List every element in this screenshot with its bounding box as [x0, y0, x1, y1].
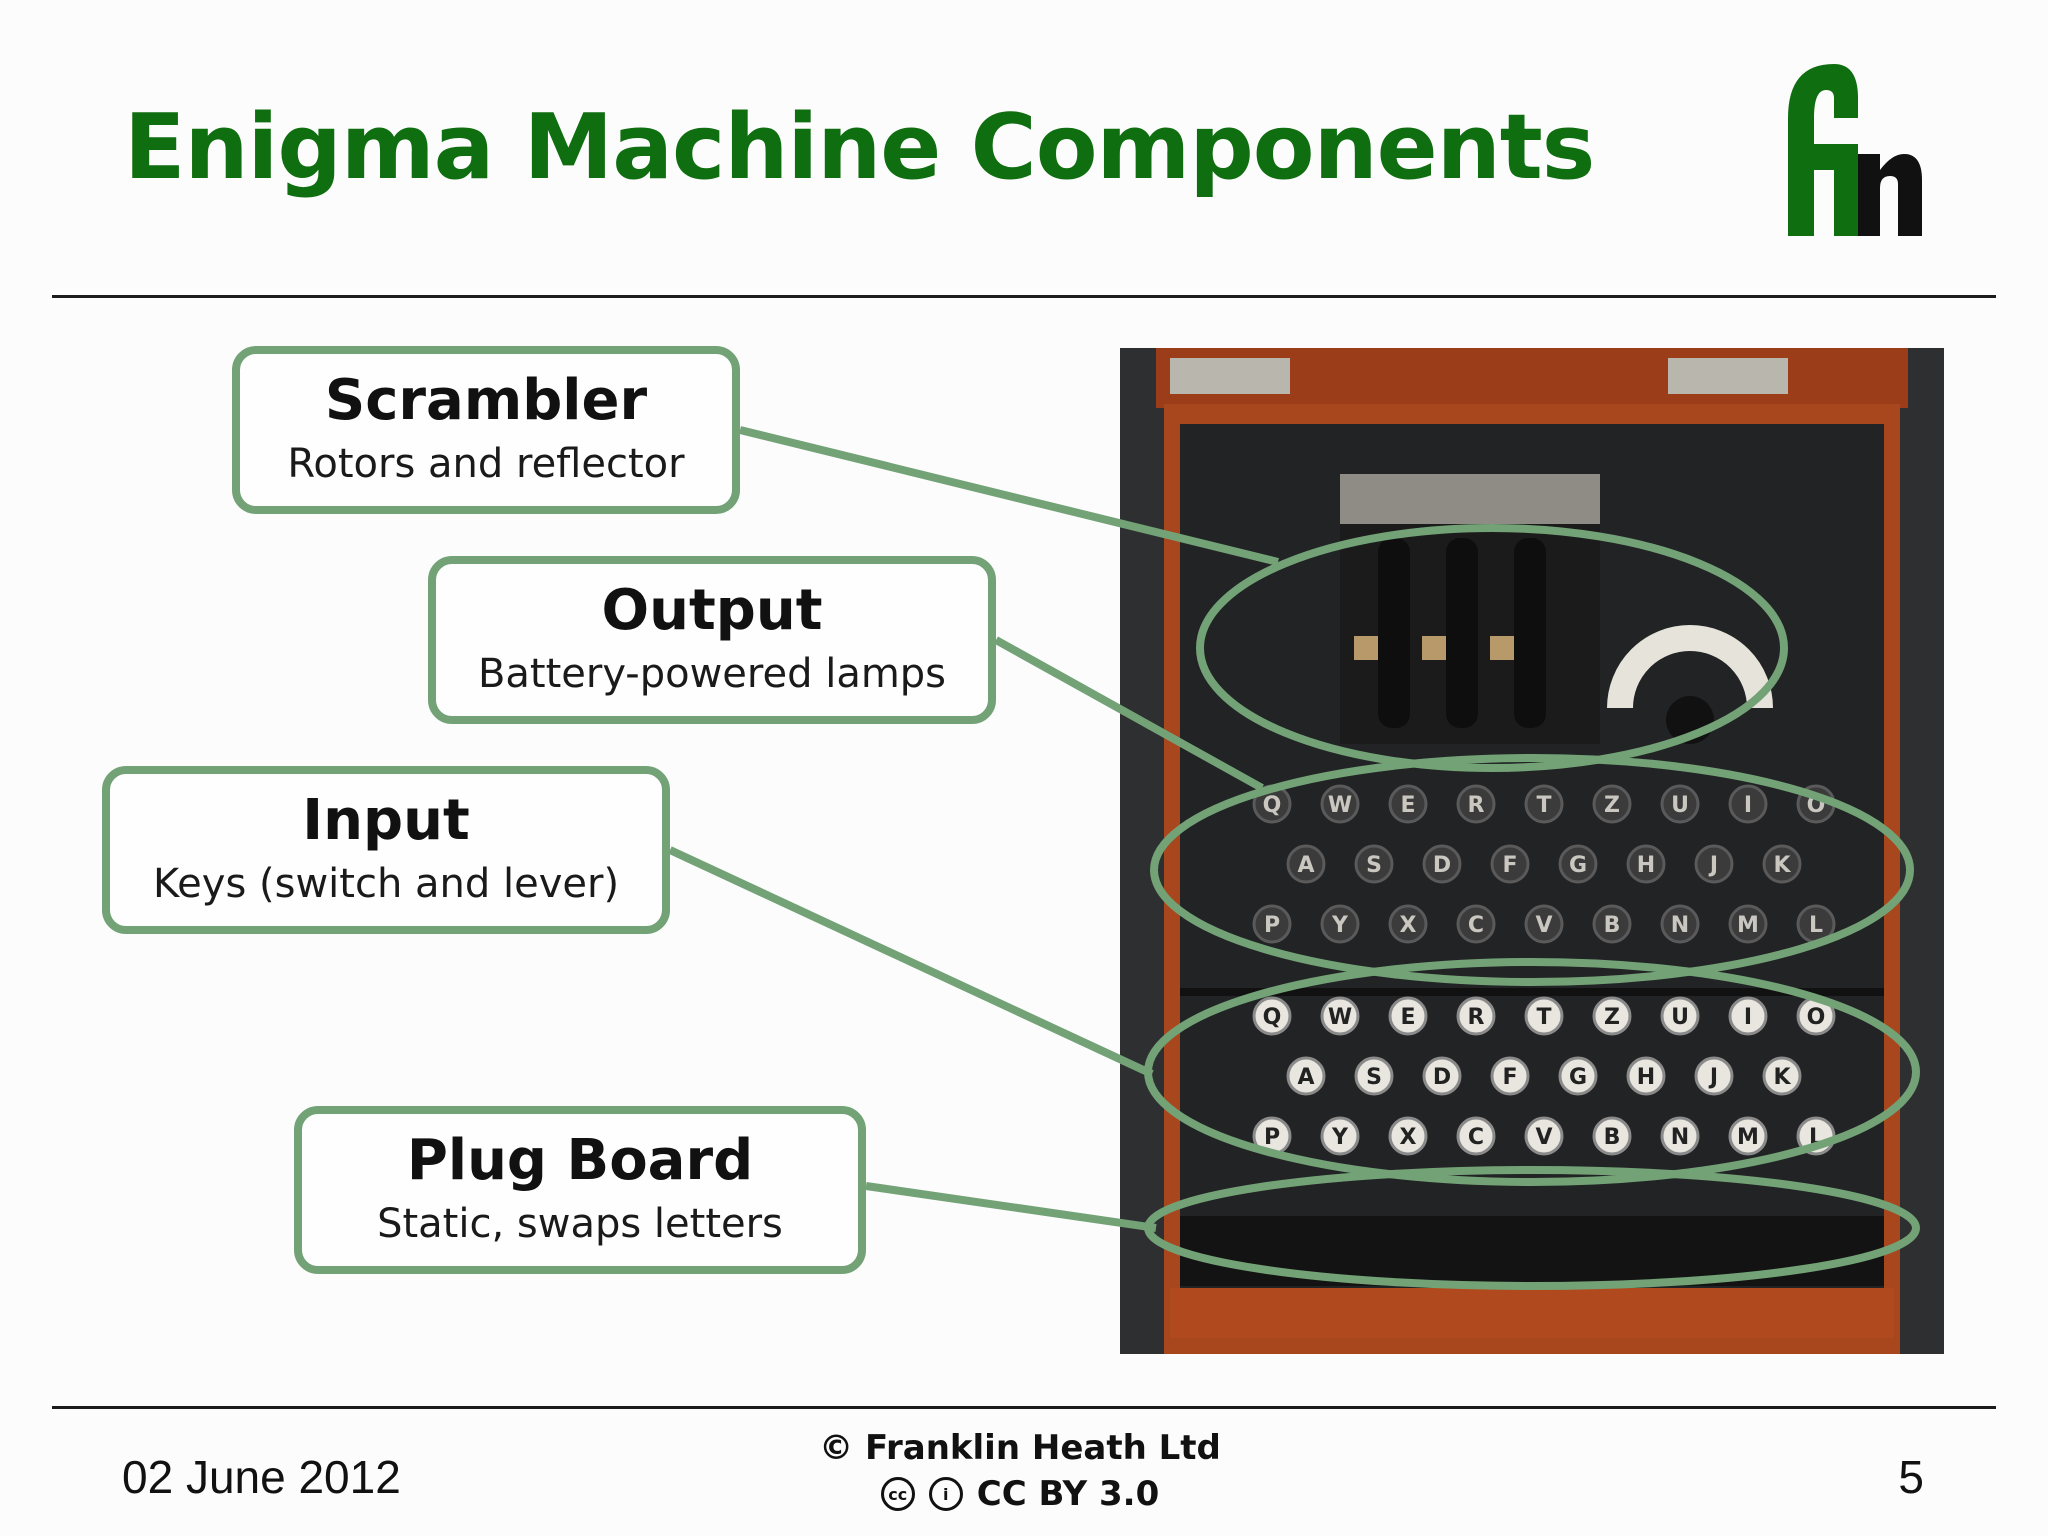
key-label-w: W: [1328, 1005, 1352, 1030]
franklin-heath-logo-icon: [1788, 64, 1922, 236]
slide-title: Enigma Machine Components: [124, 95, 1595, 200]
lamp-label-d: D: [1433, 853, 1451, 878]
key-label-e: E: [1400, 1005, 1415, 1030]
page-number: 5: [1898, 1451, 1924, 1503]
plug-board-heading: Plug Board: [406, 1128, 754, 1193]
lamp-label-c: C: [1468, 913, 1484, 938]
key-label-t: T: [1536, 1005, 1551, 1030]
key-label-x: X: [1400, 1125, 1417, 1150]
lamp-label-f: F: [1502, 853, 1517, 878]
lamp-label-u: U: [1671, 793, 1689, 818]
key-label-y: Y: [1331, 1125, 1349, 1150]
scrambler-callout: Scrambler Rotors and reflector: [232, 346, 740, 514]
key-label-o: O: [1807, 1005, 1826, 1030]
lamp-label-h: H: [1637, 853, 1655, 878]
lamp-label-n: N: [1671, 913, 1689, 938]
lamp-label-p: P: [1264, 913, 1280, 938]
key-label-z: Z: [1604, 1005, 1620, 1030]
lamp-label-z: Z: [1604, 793, 1620, 818]
key-label-r: R: [1468, 1005, 1485, 1030]
lamp-label-k: K: [1773, 853, 1791, 878]
lamp-label-j: J: [1708, 853, 1718, 878]
key-label-a: A: [1297, 1065, 1314, 1090]
lamp-label-t: T: [1536, 793, 1551, 818]
lamp-label-g: G: [1569, 853, 1587, 878]
lamp-label-s: S: [1366, 853, 1382, 878]
lamp-label-v: V: [1535, 913, 1552, 938]
key-label-d: D: [1433, 1065, 1451, 1090]
lamp-label-o: O: [1807, 793, 1826, 818]
enigma-machine-photo: Q W E R T Z U I O A S D F G H J K P Y X C V B N M L Q W E R T Z U I O A S D F…: [1120, 348, 1944, 1354]
key-label-v: V: [1535, 1125, 1552, 1150]
license-text: CC BY 3.0: [976, 1474, 1160, 1514]
key-label-g: G: [1569, 1065, 1587, 1090]
lamp-label-a: A: [1297, 853, 1314, 878]
key-label-q: Q: [1263, 1005, 1282, 1030]
key-label-p: P: [1264, 1125, 1280, 1150]
key-label-u: U: [1671, 1005, 1689, 1030]
input-description: Keys (switch and lever): [152, 861, 620, 907]
plug-board-description: Static, swaps letters: [377, 1201, 783, 1247]
lamp-label-b: B: [1604, 913, 1621, 938]
scrambler-heading: Scrambler: [324, 368, 648, 433]
footer-divider: [52, 1406, 1996, 1409]
key-label-f: F: [1502, 1065, 1517, 1090]
header-divider: [52, 295, 1996, 298]
lamp-label-q: Q: [1263, 793, 1282, 818]
lamp-label-i: I: [1744, 793, 1752, 818]
lamp-label-m: M: [1737, 913, 1759, 938]
key-label-h: H: [1637, 1065, 1655, 1090]
lamp-label-r: R: [1468, 793, 1485, 818]
output-heading: Output: [601, 578, 823, 643]
key-label-k: K: [1773, 1065, 1791, 1090]
footer-credit: © Franklin Heath Ltd cc i CC BY 3.0: [770, 1428, 1270, 1514]
key-label-m: M: [1737, 1125, 1759, 1150]
key-label-s: S: [1366, 1065, 1382, 1090]
attribution-icon: i: [928, 1477, 963, 1511]
input-callout: Input Keys (switch and lever): [102, 766, 670, 934]
key-label-l: L: [1809, 1125, 1823, 1150]
lamp-label-x: X: [1400, 913, 1417, 938]
lamp-label-l: L: [1809, 913, 1823, 938]
creative-commons-icon: cc: [880, 1477, 915, 1511]
key-label-c: C: [1468, 1125, 1484, 1150]
copyright-text: © Franklin Heath Ltd: [819, 1428, 1221, 1468]
key-label-b: B: [1604, 1125, 1621, 1150]
key-label-i: I: [1744, 1005, 1752, 1030]
footer-date: 02 June 2012: [122, 1451, 401, 1503]
lamp-label-y: Y: [1331, 913, 1349, 938]
lamp-label-w: W: [1328, 793, 1352, 818]
output-callout: Output Battery-powered lamps: [428, 556, 996, 724]
key-label-j: J: [1708, 1065, 1718, 1090]
input-heading: Input: [302, 788, 470, 853]
output-description: Battery-powered lamps: [477, 651, 947, 697]
key-label-n: N: [1671, 1125, 1689, 1150]
plug-board-callout: Plug Board Static, swaps letters: [294, 1106, 866, 1274]
lamp-label-e: E: [1400, 793, 1415, 818]
scrambler-description: Rotors and reflector: [287, 441, 685, 487]
